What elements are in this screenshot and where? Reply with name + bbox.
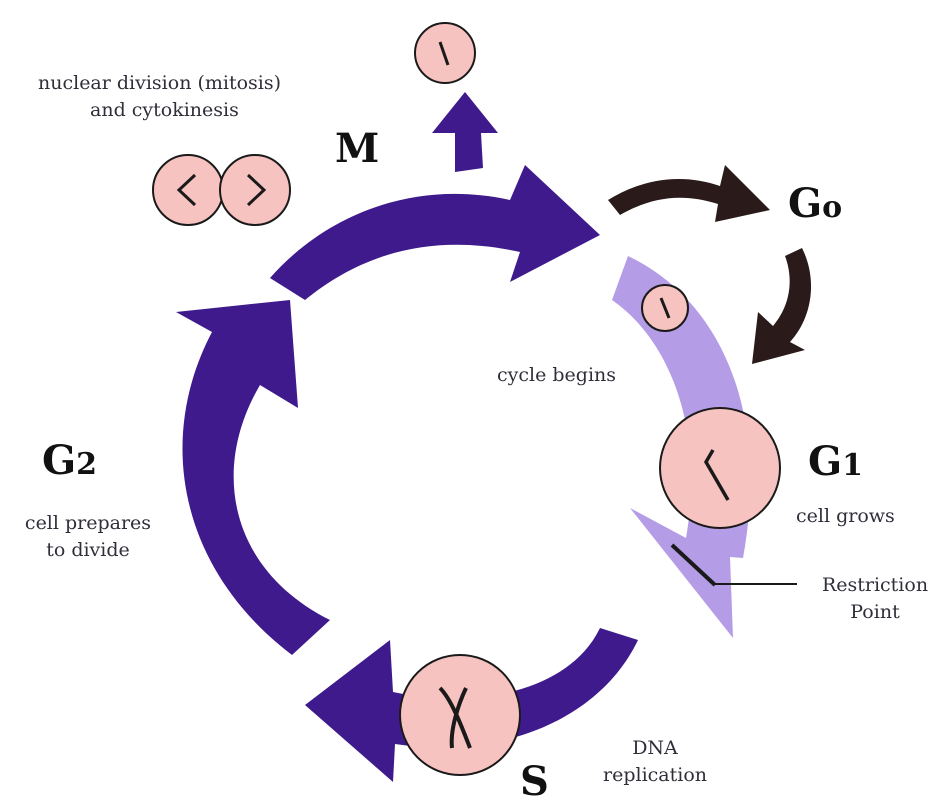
g1-small-cell [642,285,688,331]
g2-description-label: cell prepares to divide [8,510,168,564]
phase-g0-label: Go [788,180,842,227]
restriction-point-label: Restriction Point [810,572,940,626]
phase-g1-label: G1 [808,438,863,485]
g0-in-arrow [608,165,770,222]
restriction-line2: Point [810,599,940,626]
phase-g1-subscript: 1 [842,448,863,483]
phase-g2-subscript: 2 [76,447,97,482]
cycle-begins-label: cycle begins [497,362,616,389]
g2-line2: to divide [8,537,168,564]
g0-out-arrow [752,248,811,364]
phase-g1-text: G [808,438,842,485]
daughter-cell-top [415,23,475,83]
phase-s-label: S [520,758,549,805]
phase-g2-label: G2 [42,437,97,484]
mitosis-label-line1: nuclear division (mitosis) [38,70,338,97]
mitosis-label-line2: and cytokinesis [38,97,338,124]
dividing-cells [153,155,290,225]
cell-grows-label: cell grows [796,503,895,530]
phase-g2-text: G [42,437,76,484]
restriction-line1: Restriction [810,572,940,599]
g2-phase-arrow [176,300,330,655]
s-line1: DNA [600,735,710,762]
mitosis-label: nuclear division (mitosis) and cytokines… [38,70,338,124]
phase-g0-text: G [788,180,822,227]
s-description-label: DNA replication [600,735,710,789]
g2-line1: cell prepares [8,510,168,537]
phase-g0-subscript: o [822,190,842,225]
exit-up-arrow [432,92,498,172]
phase-m-label: M [335,125,379,172]
s-line2: replication [600,762,710,789]
m-phase-arrow [270,165,600,300]
g1-large-cell [660,408,780,528]
s-phase-cell [400,655,520,775]
